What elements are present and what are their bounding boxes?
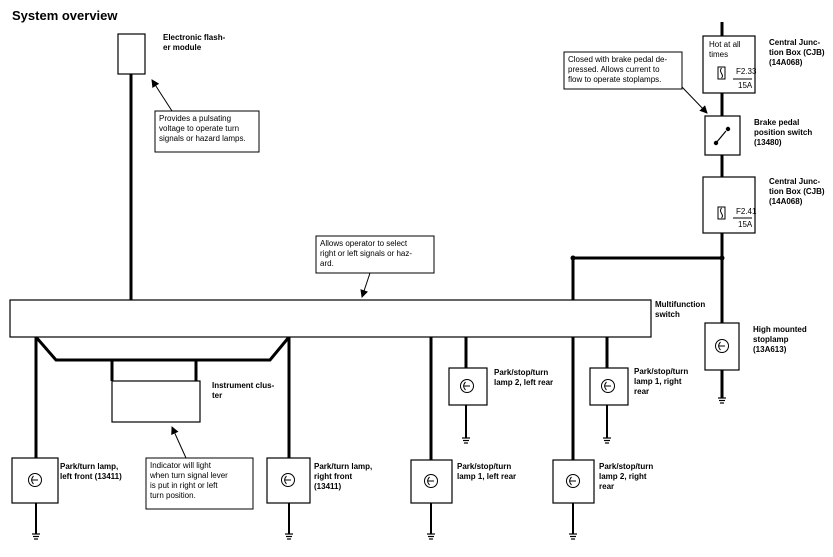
fuse-icon xyxy=(717,66,752,80)
callout-box-switch xyxy=(315,235,435,274)
callout-cluster-text: Indicator will light when turn signal le… xyxy=(150,461,228,500)
lamp-str2 xyxy=(552,459,595,504)
wires xyxy=(34,22,724,460)
lamp-rf-label: Park/turn lamp, right front (13411) xyxy=(314,462,373,491)
ground-symbol xyxy=(602,437,612,444)
instrument-cluster-label: Instrument clus- ter xyxy=(212,381,275,400)
callout-brake-text: Closed with brake pedal de- pressed. All… xyxy=(568,55,668,84)
lamp-stl1-label: Park/stop/turn lamp 1, left rear xyxy=(457,462,517,481)
lamp-rf xyxy=(266,457,311,504)
cjb-top-label: Central Junc- tion Box (CJB) (14A068) xyxy=(769,38,825,67)
multifunction-switch-label: Multifunction switch xyxy=(655,300,706,319)
callout-switch-text: Allows operator to select right or left … xyxy=(320,239,413,268)
flasher-module-box xyxy=(117,33,146,75)
ground-symbol xyxy=(568,533,578,540)
arrow-cluster xyxy=(171,426,187,459)
splice-dot xyxy=(719,255,725,261)
multifunction-switch-box xyxy=(9,299,652,338)
lamp-stl2-label: Park/stop/turn lamp 2, left rear xyxy=(494,368,554,387)
fuse-top-id: F2.33 xyxy=(736,67,757,76)
lamp-stl2 xyxy=(448,367,488,406)
lamp-str1-label: Park/stop/turn lamp 1, right rear xyxy=(634,367,689,396)
arrow-brake xyxy=(681,86,708,114)
fuse-top-rating: 15A xyxy=(738,81,753,90)
lamp-str1 xyxy=(589,367,629,406)
ground-symbol xyxy=(426,533,436,540)
ground-symbol xyxy=(461,437,471,444)
switch-symbol xyxy=(713,126,731,146)
ground-symbol xyxy=(284,533,294,540)
callout-box-cluster xyxy=(145,457,254,510)
lamp-lf-label: Park/turn lamp, left front (13411) xyxy=(60,462,122,481)
callout-flasher-text: Provides a pulsating voltage to operate … xyxy=(159,114,246,143)
arrow-switch xyxy=(360,272,371,298)
callout-box-flasher xyxy=(154,110,260,153)
lamp-str2-label: Park/stop/turn lamp 2, right rear xyxy=(599,462,654,491)
flasher-module-label: Electronic flash- er module xyxy=(163,33,226,52)
ground-symbol xyxy=(31,533,41,540)
brake-switch-label: Brake pedal position switch (13480) xyxy=(754,118,813,147)
fuse-bottom-rating: 15A xyxy=(738,220,753,229)
lamp-ground-wires xyxy=(35,405,608,534)
hot-at-all-times-label: Hot at all times xyxy=(709,40,741,59)
lamp-lf xyxy=(11,457,59,504)
cluster-right-wire xyxy=(196,336,291,362)
chmsl-label: High mounted stoplamp (13A613) xyxy=(753,325,807,354)
arrow-flasher xyxy=(151,79,173,112)
callout-box-brake xyxy=(563,51,683,90)
page-title: System overview xyxy=(12,8,118,23)
ground-symbol xyxy=(717,397,727,404)
cjb-top-box xyxy=(702,35,756,94)
cluster-left-wire xyxy=(34,336,198,381)
lamp-stl1 xyxy=(410,459,453,504)
fuse-icon xyxy=(717,206,752,220)
instrument-cluster-box xyxy=(111,380,201,423)
cjb-bottom-label: Central Junc- tion Box (CJB) (14A068) xyxy=(769,177,825,206)
cjb-bottom-box xyxy=(702,176,756,234)
splice-dot xyxy=(570,255,576,261)
fuse-bottom-id: F2.41 xyxy=(736,207,757,216)
